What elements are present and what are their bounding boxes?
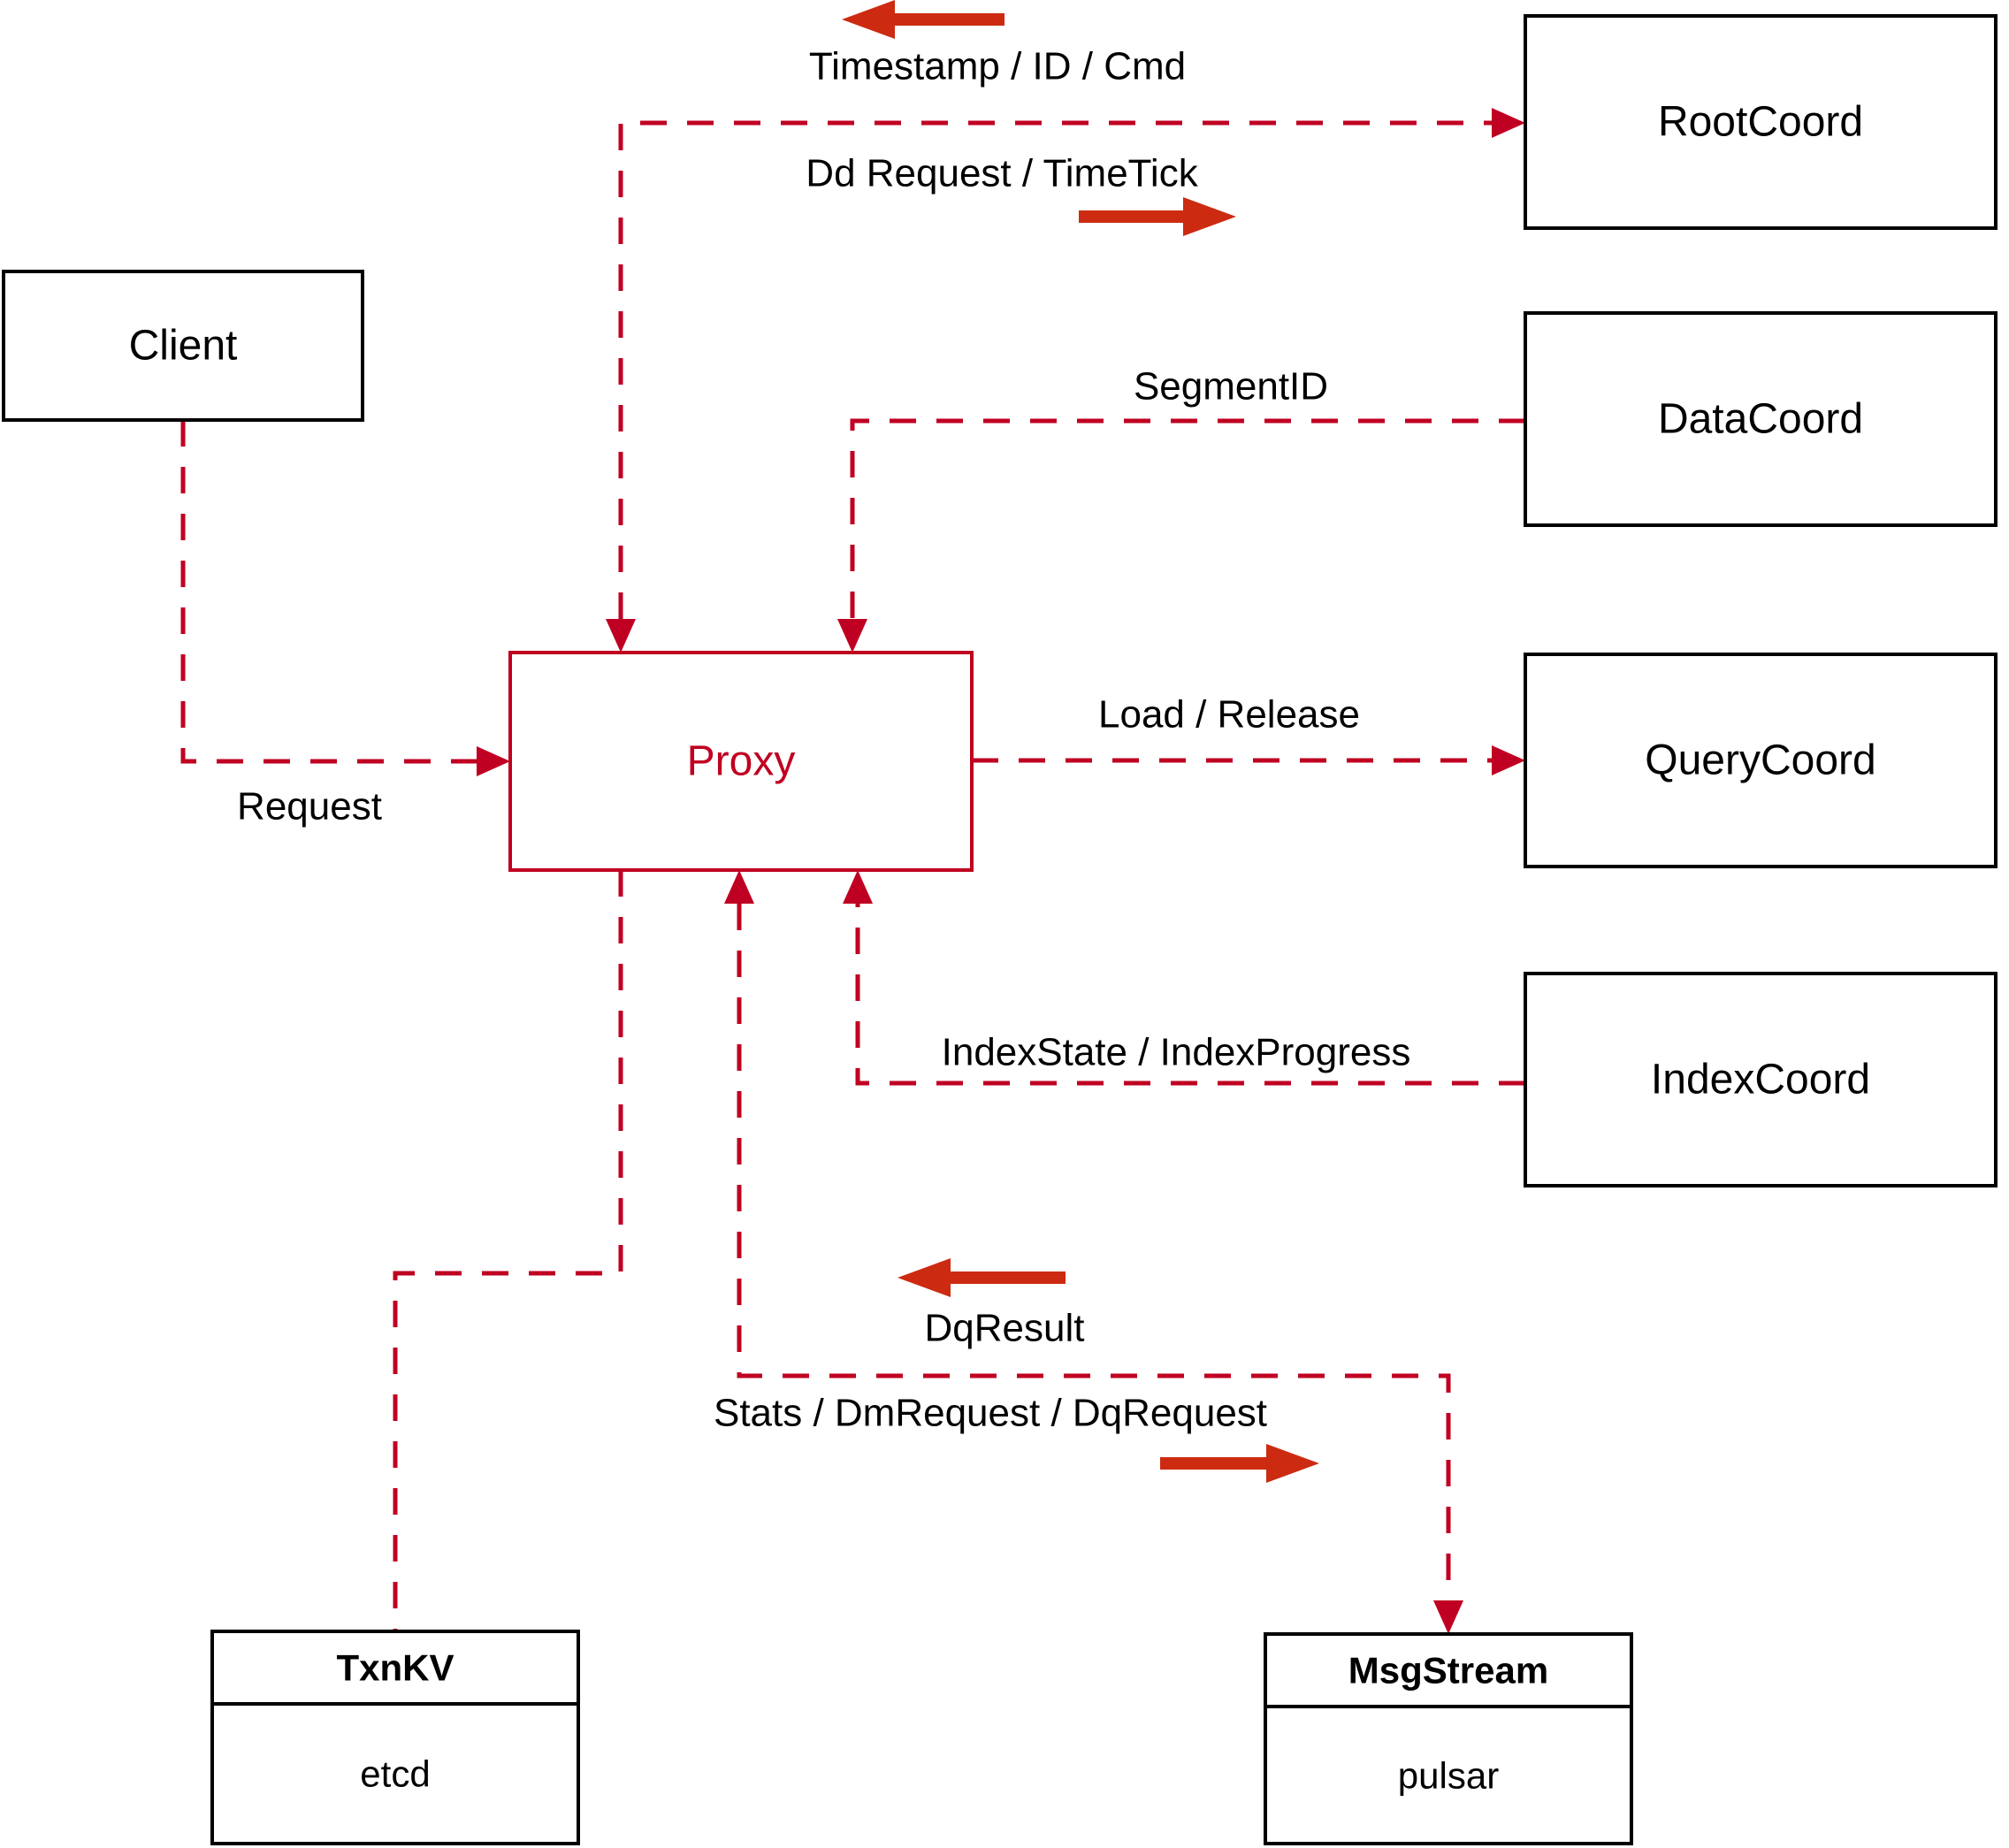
txnkv-title: TxnKV <box>336 1647 454 1689</box>
proxy-box <box>508 651 974 872</box>
querycoord-box <box>1524 653 1998 868</box>
edge-proxy-rootcoord <box>618 120 1492 619</box>
label-stats-dmrequest-dqrequest: Stats / DmRequest / DqRequest <box>714 1392 1267 1435</box>
datacoord-label: DataCoord <box>1658 396 1863 443</box>
edge-client-proxy <box>180 420 477 764</box>
node-proxy: Proxy <box>508 651 974 872</box>
arrow-right-proxy-to-msgstream-icon <box>1160 1444 1319 1483</box>
querycoord-label: QueryCoord <box>1645 737 1875 784</box>
edge-proxy-msgstream <box>737 904 1451 1600</box>
arrow-left-msgstream-to-proxy-icon <box>898 1258 1066 1297</box>
node-indexcoord: IndexCoord <box>1524 972 1998 1187</box>
label-load-release: Load / Release <box>1098 693 1360 737</box>
edge-indexcoord-proxy <box>855 904 1525 1086</box>
arrowhead-into-proxy-top-right-icon <box>837 619 867 653</box>
label-dqresult: DqResult <box>925 1307 1085 1350</box>
arrow-left-rootcoord-to-proxy-icon <box>842 0 1004 39</box>
arrowhead-into-msgstream-icon <box>1433 1600 1463 1634</box>
node-datacoord: DataCoord <box>1524 311 1998 527</box>
node-client: Client <box>2 270 364 422</box>
label-segmentid: SegmentID <box>1134 365 1328 409</box>
node-msgstream: MsgStream pulsar <box>1264 1632 1633 1845</box>
arrowhead-into-rootcoord-icon <box>1492 108 1525 138</box>
client-label: Client <box>129 323 238 370</box>
label-request: Request <box>237 785 382 829</box>
edge-datacoord-proxy <box>850 418 1525 619</box>
rootcoord-box <box>1524 14 1998 230</box>
proxy-label: Proxy <box>687 738 796 785</box>
arrowhead-into-proxy-left-icon <box>477 746 510 776</box>
label-indexstate-indexprogress: IndexState / IndexProgress <box>942 1031 1411 1074</box>
direction-arrows <box>842 0 1319 1483</box>
arrow-right-proxy-to-rootcoord-icon <box>1079 197 1236 236</box>
arrowhead-into-querycoord-icon <box>1492 745 1525 775</box>
msgstream-box <box>1264 1632 1633 1845</box>
arrowhead-into-proxy-top-left-icon <box>606 619 636 653</box>
node-rootcoord: RootCoord <box>1524 14 1998 230</box>
edge-proxy-txnkv <box>393 870 623 1631</box>
msgstream-impl-label: pulsar <box>1398 1755 1499 1797</box>
rootcoord-label: RootCoord <box>1658 99 1863 146</box>
client-box <box>2 270 364 422</box>
node-querycoord: QueryCoord <box>1524 653 1998 868</box>
label-timestamp-id-cmd: Timestamp / ID / Cmd <box>809 45 1186 88</box>
edges <box>180 108 1525 1634</box>
datacoord-box <box>1524 311 1998 527</box>
node-txnkv: TxnKV etcd <box>210 1630 580 1845</box>
edge-labels: Timestamp / ID / Cmd Dd Request / TimeTi… <box>237 45 1410 1435</box>
msgstream-title: MsgStream <box>1348 1650 1548 1691</box>
indexcoord-label: IndexCoord <box>1651 1057 1870 1103</box>
txnkv-box <box>210 1630 580 1845</box>
label-dd-request-timetick: Dd Request / TimeTick <box>806 152 1198 195</box>
arrowhead-into-proxy-bottom-right-icon <box>843 870 873 904</box>
arrowhead-into-proxy-bottom-left-icon <box>724 870 754 904</box>
txnkv-impl-label: etcd <box>360 1753 430 1795</box>
indexcoord-box <box>1524 972 1998 1187</box>
